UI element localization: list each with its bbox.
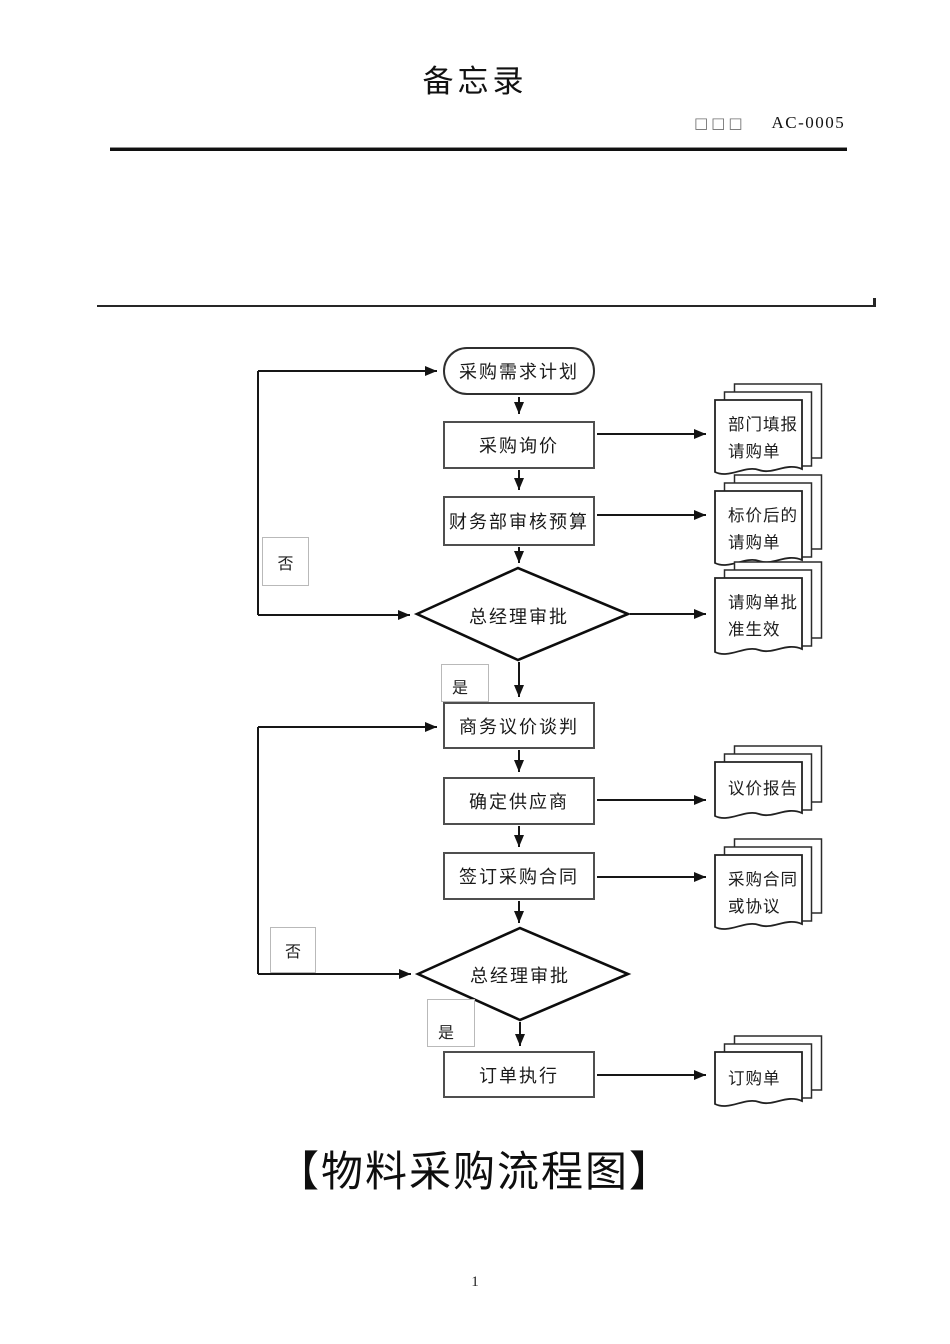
- node-contract: 签订采购合同: [443, 852, 595, 900]
- node-execute: 订单执行: [443, 1051, 595, 1098]
- output-document-arrows: [597, 429, 706, 1080]
- document-stack-shape: [714, 838, 823, 930]
- document-label: 采购合同 或协议: [728, 866, 808, 920]
- header-rule: [110, 147, 847, 151]
- label-yes-1: 是: [441, 664, 489, 702]
- node-start-label: 采购需求计划: [459, 362, 579, 382]
- document-stack-shape: [714, 1035, 823, 1107]
- document-label-line: 订购单: [728, 1069, 781, 1088]
- decision-diamond-1: [413, 566, 632, 662]
- document-label-line: 议价报告: [728, 779, 798, 798]
- document-label-line: 标价后的: [728, 506, 798, 525]
- page-number: 1: [471, 1274, 479, 1290]
- document-stack-shape: [714, 561, 823, 655]
- document-label: 订购单: [728, 1065, 808, 1092]
- doc-purchase-order: 订购单: [714, 1035, 826, 1119]
- document-stack-shape: [714, 383, 823, 475]
- document-label: 议价报告: [728, 775, 808, 802]
- document-label-line: 请购单: [728, 533, 781, 552]
- doc-negotiation-report: 议价报告: [714, 745, 826, 831]
- document-label: 请购单批 准生效: [728, 589, 808, 643]
- doc-request-form: 部门填报 请购单: [714, 383, 826, 486]
- document-label-line: 采购合同: [728, 870, 798, 889]
- label-no-2: 否: [270, 927, 316, 973]
- document-stack-shape: [714, 474, 823, 566]
- no-loop-1: [257, 366, 437, 620]
- document-label-line: 或协议: [728, 897, 781, 916]
- node-execute-label: 订单执行: [479, 1065, 559, 1086]
- node-supplier-label: 确定供应商: [469, 792, 569, 812]
- doc-code: □□□ AC-0005: [694, 113, 845, 133]
- node-contract-label: 签订采购合同: [459, 867, 579, 887]
- label-yes-2: 是: [427, 999, 475, 1047]
- node-inquiry: 采购询价: [443, 421, 595, 469]
- document-label-line: 准生效: [728, 620, 781, 639]
- doc-purchase-contract: 采购合同 或协议: [714, 838, 826, 941]
- doc-approved-request: 请购单批 准生效: [714, 561, 826, 666]
- doc-code-placeholder: □□□: [694, 114, 746, 132]
- section-rule-tick: [873, 298, 876, 307]
- decision-diamond-2: [414, 926, 632, 1022]
- node-negotiate-label: 商务议价谈判: [459, 716, 579, 737]
- document-label-line: 请购单批: [728, 593, 798, 612]
- decision-1-label: 总经理审批: [469, 607, 569, 627]
- document-label-line: 部门填报: [728, 415, 798, 434]
- main-flow-arrows: [514, 397, 525, 1046]
- node-supplier: 确定供应商: [443, 777, 595, 825]
- node-start: 采购需求计划: [443, 347, 595, 395]
- flowchart-caption: 【物料采购流程图】: [276, 1150, 673, 1196]
- node-budget-review-label: 财务部审核预算: [449, 512, 589, 532]
- memo-title: 备忘录: [422, 64, 528, 99]
- label-no-1: 否: [262, 537, 309, 586]
- node-budget-review: 财务部审核预算: [443, 496, 595, 546]
- decision-2-label: 总经理审批: [470, 966, 570, 986]
- node-negotiate: 商务议价谈判: [443, 702, 595, 749]
- doc-priced-request: 标价后的 请购单: [714, 474, 826, 577]
- no-loop-2: [257, 722, 437, 979]
- document-label: 标价后的 请购单: [728, 502, 808, 556]
- section-rule: [97, 305, 876, 307]
- document-stack-shape: [714, 745, 823, 819]
- document-label: 部门填报 请购单: [728, 411, 808, 465]
- doc-code-value: AC-0005: [771, 113, 846, 132]
- document-label-line: 请购单: [728, 442, 781, 461]
- node-inquiry-label: 采购询价: [479, 436, 559, 456]
